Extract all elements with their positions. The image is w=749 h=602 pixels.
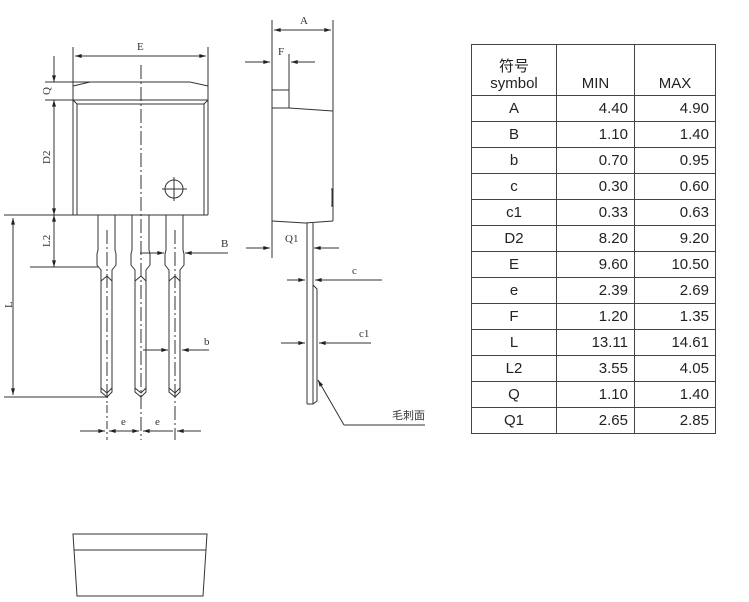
label-c: c: [352, 265, 357, 277]
cell-max: 0.63: [634, 199, 716, 226]
label-c1: c1: [359, 328, 369, 340]
label-L2: L2: [41, 235, 53, 247]
table-header-row: 符号 symbol MIN MAX: [471, 44, 716, 96]
label-B: B: [221, 238, 228, 250]
cell-min: 9.60: [556, 251, 635, 278]
lead-center: [130, 215, 151, 398]
front-view: [4, 47, 228, 440]
cell-max: 14.61: [634, 329, 716, 356]
cell-max: 4.05: [634, 355, 716, 382]
cell-symbol: b: [471, 147, 557, 174]
cell-max: 1.40: [634, 121, 716, 148]
cell-max: 1.40: [634, 381, 716, 408]
cell-min: 8.20: [556, 225, 635, 252]
side-view-labels: A F Q1 c c1 毛刺面: [278, 15, 425, 422]
cell-min: 0.30: [556, 173, 635, 200]
label-b: b: [204, 336, 210, 348]
cell-symbol: F: [471, 303, 557, 330]
lead-right: [164, 215, 185, 440]
cell-min: 2.65: [556, 407, 635, 434]
cell-symbol: B: [471, 121, 557, 148]
lead-left: [96, 215, 117, 405]
side-view: [245, 20, 425, 426]
cell-min: 0.33: [556, 199, 635, 226]
cell-symbol: Q: [471, 381, 557, 408]
cell-symbol: c: [471, 173, 557, 200]
cell-min: 4.40: [556, 95, 635, 122]
cell-symbol: e: [471, 277, 557, 304]
cell-min: 0.70: [556, 147, 635, 174]
cell-max: 0.95: [634, 147, 716, 174]
label-e-2: e: [155, 416, 160, 428]
label-D2: D2: [41, 151, 53, 164]
header-min: MIN: [556, 44, 635, 96]
cell-max: 9.20: [634, 225, 716, 252]
cell-max: 2.85: [634, 407, 716, 434]
label-Q: Q: [41, 87, 53, 95]
cell-min: 1.20: [556, 303, 635, 330]
bottom-view: [72, 533, 208, 597]
label-e-1: e: [121, 416, 126, 428]
label-L: L: [3, 301, 15, 308]
label-F: F: [278, 46, 284, 58]
cell-symbol: Q1: [471, 407, 557, 434]
cell-min: 13.11: [556, 329, 635, 356]
cell-min: 3.55: [556, 355, 635, 382]
cell-symbol: c1: [471, 199, 557, 226]
cell-min: 1.10: [556, 381, 635, 408]
label-E: E: [137, 41, 144, 53]
cell-max: 10.50: [634, 251, 716, 278]
label-A: A: [300, 15, 308, 27]
cell-max: 4.90: [634, 95, 716, 122]
header-max: MAX: [634, 44, 716, 96]
cell-max: 2.69: [634, 277, 716, 304]
header-symbol-cn: 符号: [498, 58, 529, 75]
cell-max: 0.60: [634, 173, 716, 200]
header-symbol-en: symbol: [490, 75, 538, 92]
cell-symbol: L2: [471, 355, 557, 382]
cell-max: 1.35: [634, 303, 716, 330]
cell-min: 1.10: [556, 121, 635, 148]
cell-min: 2.39: [556, 277, 635, 304]
cell-symbol: E: [471, 251, 557, 278]
label-Q1: Q1: [285, 233, 298, 245]
label-burr-face: 毛刺面: [392, 409, 425, 422]
front-view-labels: E Q D2 L2 L B b e e: [3, 41, 228, 428]
cell-symbol: A: [471, 95, 557, 122]
cell-symbol: L: [471, 329, 557, 356]
header-symbol: 符号 symbol: [471, 44, 557, 96]
cell-symbol: D2: [471, 225, 557, 252]
